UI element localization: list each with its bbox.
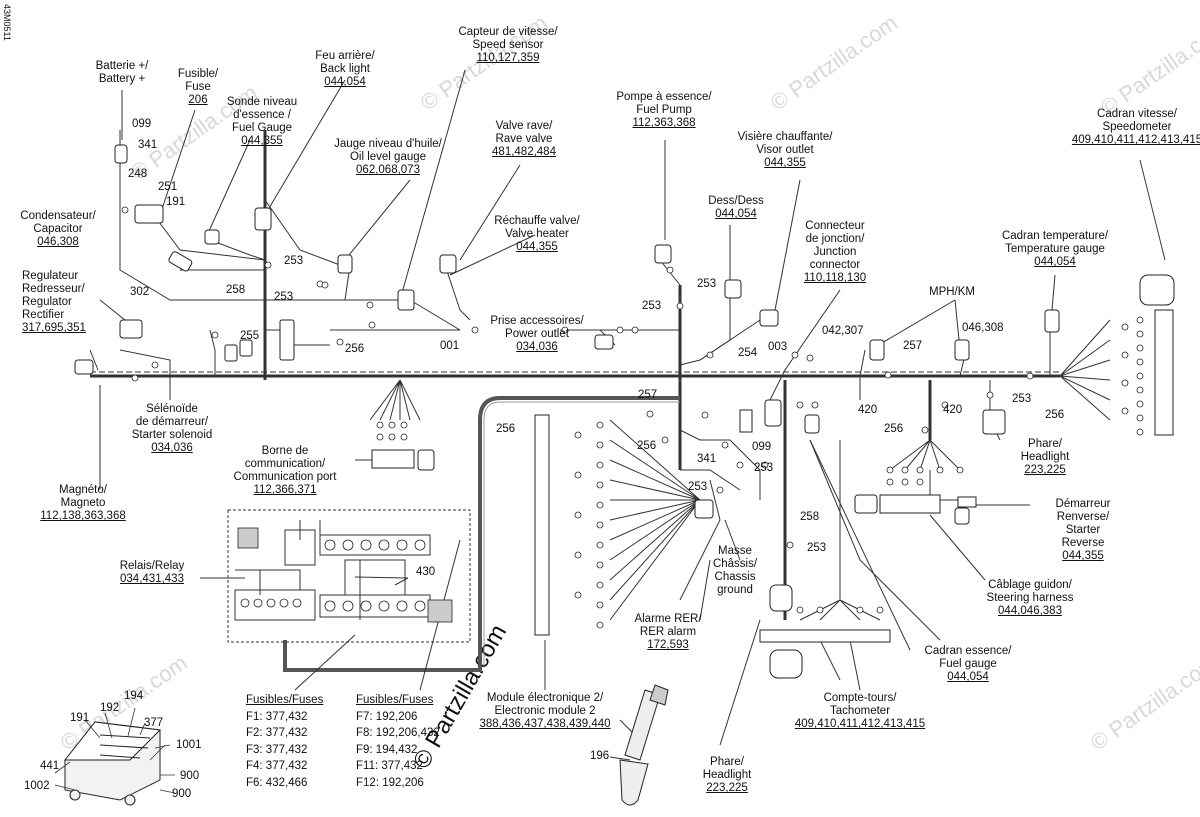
visor-outlet-label: Visière chauffante/Visor outlet 044,355	[737, 131, 833, 169]
callout: 341	[697, 453, 717, 465]
fuel-gauge-label: Cadran essence/Fuel gauge 044,054	[924, 645, 1012, 683]
callout: 257	[903, 340, 923, 352]
relay-label: Relais/Relay 034,431,433	[119, 560, 185, 585]
callout: 253	[754, 462, 774, 474]
callout: 042,307	[822, 325, 864, 337]
callout: 420	[943, 404, 963, 416]
fuse-label: Fusible/Fuse 206	[177, 68, 219, 106]
callout: 191	[70, 712, 90, 724]
module2-label: Module électronique 2/Electronic module …	[479, 692, 611, 730]
callout: 251	[158, 181, 178, 193]
callout: 302	[130, 286, 150, 298]
callout: 254	[738, 347, 758, 359]
callout: 1001	[176, 739, 202, 751]
rave-valve-label: Valve rave/Rave valve 481,482,484	[492, 120, 556, 158]
magneto-label: Magnéto/Magneto 112,138,363,368	[40, 484, 126, 522]
callout: 441	[40, 760, 60, 772]
callout: 256	[496, 423, 516, 435]
speedometer-label: Cadran vitesse/Speedometer 409,410,411,4…	[1071, 108, 1200, 146]
callout: 256	[637, 440, 657, 452]
callout: 253	[284, 255, 304, 267]
callout: 099	[132, 118, 152, 130]
callout: 001	[440, 340, 460, 352]
callout: 377	[144, 717, 164, 729]
battery-label: Batterie +/Battery +	[95, 60, 149, 85]
fuses-right: Fusibles/Fuses F7: 192,206 F8: 192,206,4…	[356, 694, 440, 789]
callout: 253	[807, 542, 827, 554]
steering-harness-label: Câblage guidon/Steering harness 044,046,…	[986, 579, 1074, 617]
callout: 258	[226, 284, 246, 296]
callout: 341	[138, 139, 158, 151]
speed-sensor-label: Capteur de vitesse/Speed sensor 110,127,…	[458, 26, 558, 64]
oil-gauge-label: Jauge niveau d'huile/Oil level gauge 062…	[334, 138, 442, 176]
callout: 430	[416, 566, 436, 578]
callout: 046,308	[962, 322, 1004, 334]
callout: 191	[166, 196, 186, 208]
headlight-right-label: Phare/Headlight 223,225	[1020, 438, 1070, 476]
capacitor-label: Condensateur/Capacitor 046,308	[20, 210, 96, 248]
callout: 255	[240, 330, 260, 342]
back-light-label: Feu arrière/Back light 044,054	[315, 50, 375, 88]
power-outlet-label: Prise accessoires/Power outlet 034,036	[490, 315, 584, 353]
fuses-left: Fusibles/Fuses F1: 377,432 F2: 377,432 F…	[246, 694, 324, 789]
mph-km-label: MPH/KM	[929, 286, 975, 298]
callout: 253	[1012, 393, 1032, 405]
callout: 420	[858, 404, 878, 416]
callout: 256	[884, 423, 904, 435]
callout: 257	[638, 389, 658, 401]
callout: 900	[180, 770, 200, 782]
callout: 253	[697, 278, 717, 290]
callout: 258	[800, 511, 820, 523]
callout: 003	[768, 341, 788, 353]
callout: 256	[1045, 409, 1065, 421]
callout: 1002	[24, 780, 50, 792]
callout: 256	[345, 343, 365, 355]
headlight-bottom-label: Phare/Headlight 223,225	[702, 756, 752, 794]
callout: 253	[688, 481, 708, 493]
fuel-pump-label: Pompe à essence/Fuel Pump 112,363,368	[616, 91, 712, 129]
callout: 248	[128, 168, 148, 180]
tachometer-label: Compte-tours/Tachometer 409,410,411,412,…	[794, 692, 926, 730]
callout: 192	[100, 702, 120, 714]
callout: 196	[590, 750, 610, 762]
temp-gauge-label: Cadran temperature/Temperature gauge 044…	[1001, 230, 1109, 268]
callout: 900	[172, 788, 192, 800]
callout: 253	[642, 300, 662, 312]
valve-heater-label: Réchauffe valve/Valve heater 044,355	[494, 215, 580, 253]
rer-alarm-label: Alarme RER/RER alarm 172,593	[634, 613, 702, 651]
callout: 253	[274, 291, 294, 303]
dess-label: Dess/Dess 044,054	[708, 195, 764, 220]
callout: 099	[752, 441, 772, 453]
callout: 194	[124, 690, 144, 702]
